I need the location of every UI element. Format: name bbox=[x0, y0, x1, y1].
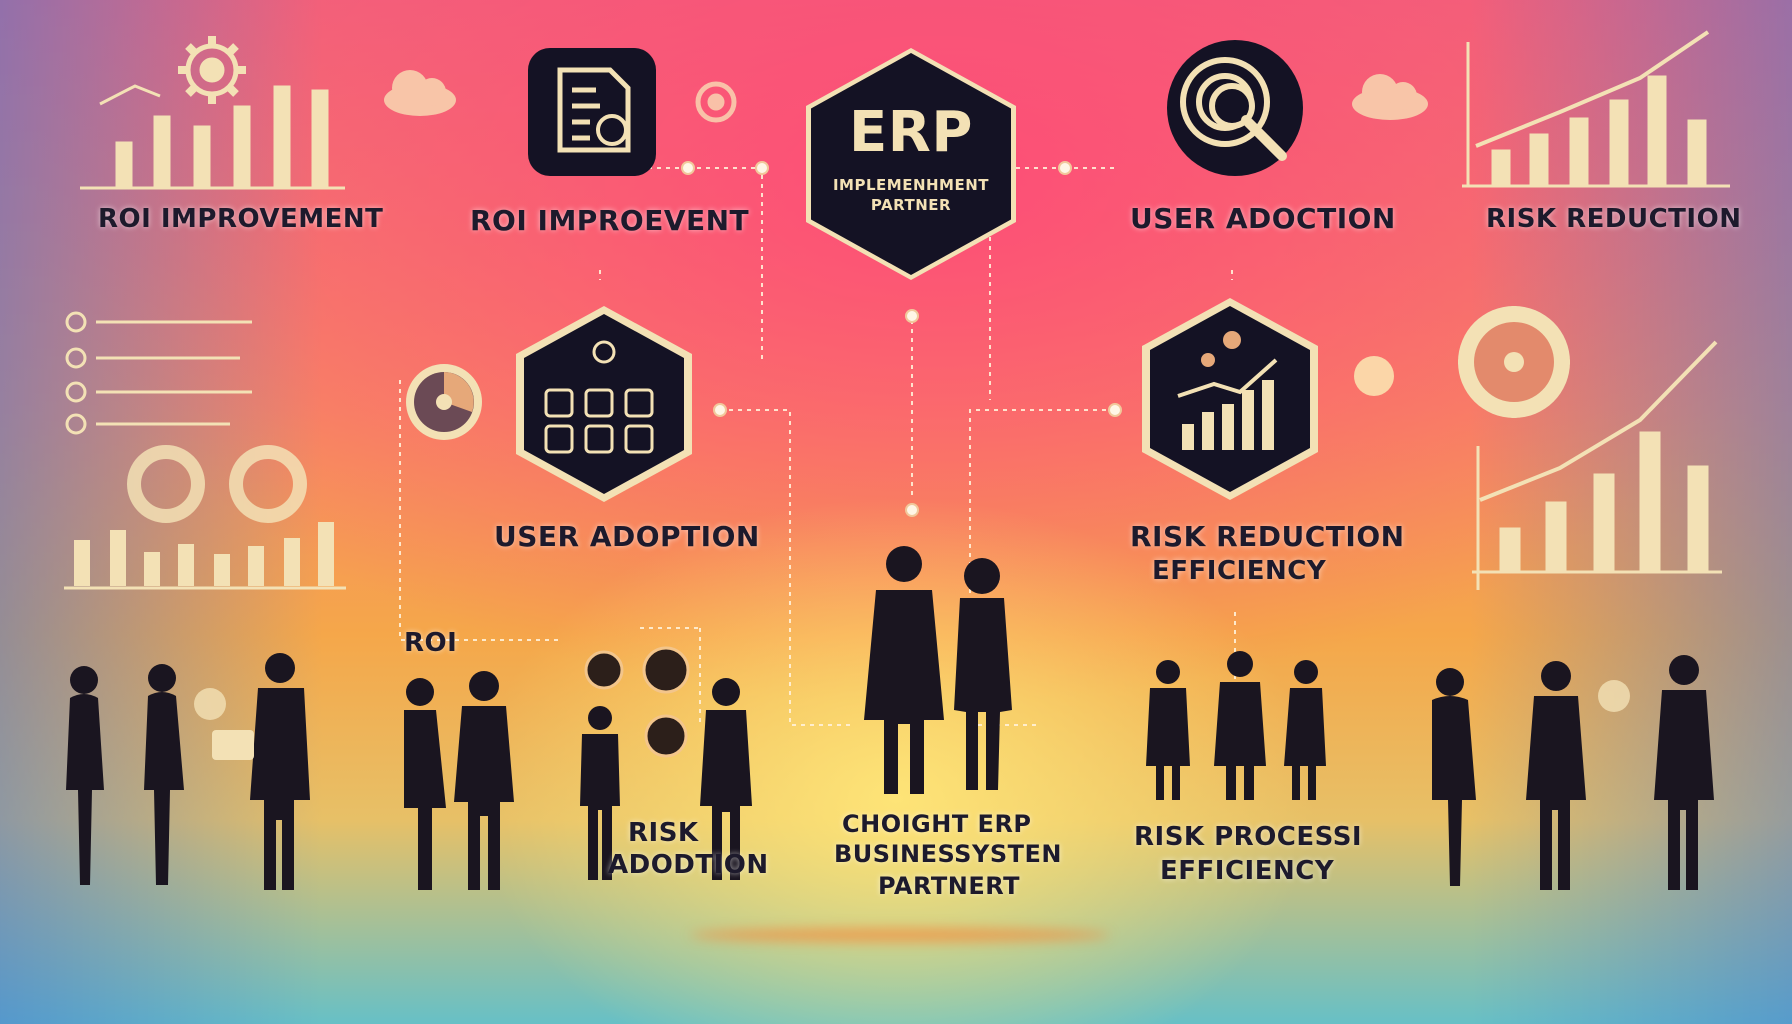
label-top-right-2: RISK REDUCTION bbox=[1486, 204, 1742, 234]
label-mid-right-line2: EFFICIENCY bbox=[1152, 556, 1327, 586]
connector-node bbox=[1108, 403, 1122, 417]
lightbulb-icon bbox=[584, 646, 690, 758]
label-top-left-2: ROI IMPROEVENT bbox=[470, 204, 750, 237]
label-mid-right-line1: RISK REDUCTION bbox=[1130, 520, 1405, 553]
people-silhouette-icon bbox=[66, 546, 1714, 890]
label-bottom-left-line1: RISK bbox=[628, 818, 699, 848]
label-bottom-right-line1: RISK PROCESSI bbox=[1134, 822, 1363, 852]
connector-node bbox=[1058, 161, 1072, 175]
bar-chart-icon bbox=[64, 522, 346, 590]
label-top-left-1: ROI IMPROVEMENT bbox=[98, 204, 384, 234]
checklist-icon bbox=[65, 311, 252, 435]
rising-chart-icon bbox=[1142, 298, 1318, 500]
gear-icon bbox=[178, 36, 246, 104]
label-bottom-center-line2: BUSINESSYSTEN bbox=[834, 840, 1062, 868]
center-subtitle-line2: PARTNER bbox=[870, 196, 952, 214]
connector-node bbox=[681, 161, 695, 175]
label-bottom-center-line3: PARTNERT bbox=[878, 872, 1020, 900]
center-title: ERP bbox=[849, 100, 973, 165]
bar-chart-icon bbox=[80, 84, 345, 190]
donut-chart-icon bbox=[127, 445, 307, 523]
connector-nodes bbox=[681, 161, 1122, 517]
label-bottom-center-line1: CHOIGHT ERP bbox=[842, 810, 1032, 838]
target-magnifier-icon bbox=[1167, 40, 1303, 176]
spotlight-floor bbox=[690, 928, 1110, 942]
label-mid-left: USER ADOPTION bbox=[494, 520, 760, 553]
badge-icon bbox=[695, 81, 737, 123]
cloud-icon bbox=[384, 70, 456, 116]
line-chart-icon bbox=[1462, 30, 1730, 188]
pie-chart-icon bbox=[406, 364, 482, 440]
badge-icon bbox=[1354, 356, 1394, 396]
label-roi: ROI bbox=[404, 628, 458, 658]
center-subtitle-line1: IMPLEMENHMENT bbox=[832, 176, 990, 194]
connector-node bbox=[755, 161, 769, 175]
cloud-icon bbox=[1352, 74, 1428, 120]
connector-node bbox=[905, 503, 919, 517]
rising-chart-icon bbox=[1472, 340, 1722, 590]
grid-dashboard-icon bbox=[516, 306, 692, 502]
connector-node bbox=[905, 309, 919, 323]
connector-node bbox=[713, 403, 727, 417]
document-icon bbox=[528, 48, 656, 176]
label-top-right-1: USER ADOCTION bbox=[1130, 202, 1396, 235]
label-bottom-right-line2: EFFICIENCY bbox=[1160, 856, 1335, 886]
pie-chart-icon bbox=[1458, 306, 1570, 418]
handshake-icon bbox=[194, 680, 1630, 720]
label-bottom-left-line2: ADODTION bbox=[608, 850, 769, 880]
